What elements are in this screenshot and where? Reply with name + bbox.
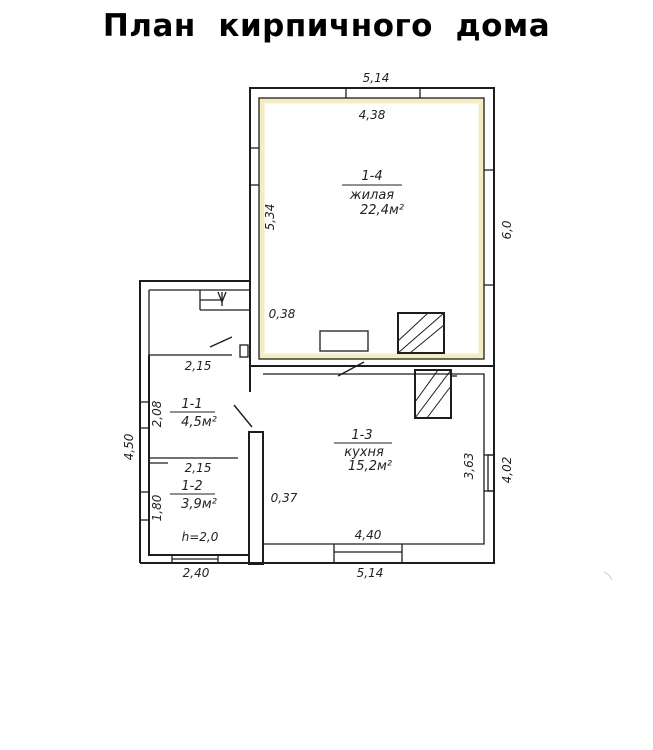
dim-top-outer: 5,14 — [363, 71, 390, 85]
living-room-number: 1-4 — [361, 169, 382, 184]
dim-ceiling-height: h=2,0 — [182, 530, 219, 544]
living-room-name: жилая — [349, 188, 394, 203]
room11-number: 1-1 — [181, 397, 202, 412]
room12-number: 1-2 — [181, 479, 202, 494]
living-room-area: 22,4м² — [360, 203, 404, 218]
dim-kitchen-inner-height: 3,63 — [462, 453, 476, 480]
dim-vestibule-top: 2,15 — [185, 359, 212, 373]
entrance-walls — [139, 280, 365, 563]
oven — [414, 369, 452, 419]
stove — [319, 330, 369, 352]
dim-bottom-right: 5,14 — [357, 566, 384, 580]
living-room-label: 1-4 жилая 22,4м² — [342, 169, 404, 218]
dim-living-left: 5,34 — [263, 204, 277, 231]
kitchen-number: 1-3 — [351, 428, 372, 443]
kitchen-name: кухня — [344, 445, 384, 460]
dim-kitchen-wall: 0,37 — [271, 491, 298, 505]
room12-label: 1-2 3,9м² — [170, 479, 217, 512]
dim-bottom-left: 2,40 — [183, 566, 210, 580]
dimension-labels: 5,14 4,38 5,34 6,0 0,38 2,15 2,08 2,15 4… — [122, 71, 514, 580]
kitchen-walls — [140, 365, 495, 565]
small-rooms-walls — [140, 344, 251, 556]
dim-kitchen-inner-width: 4,40 — [355, 528, 382, 542]
kitchen-label: 1-3 кухня 15,2м² — [334, 428, 392, 474]
room11-area: 4,5м² — [181, 415, 217, 430]
room11-label: 1-1 4,5м² — [170, 397, 217, 430]
dim-right-outer: 6,0 — [500, 220, 514, 239]
dim-wall-038: 0,38 — [269, 307, 296, 321]
heater — [397, 312, 445, 354]
dim-vestibule-mid: 2,15 — [185, 461, 212, 475]
dim-top-inner: 4,38 — [359, 108, 386, 122]
dim-room12-height: 1,80 — [150, 494, 164, 521]
dim-room11-height: 2,08 — [150, 400, 164, 427]
dim-kitchen-outer-height: 4,02 — [500, 457, 514, 484]
dim-left-outer: 4,50 — [122, 433, 136, 460]
room12-area: 3,9м² — [181, 497, 217, 512]
pencil-mark — [603, 571, 613, 581]
kitchen-area: 15,2м² — [348, 459, 392, 474]
page-title: План кирпичного дома — [102, 8, 551, 44]
living-room-walls — [249, 87, 495, 367]
